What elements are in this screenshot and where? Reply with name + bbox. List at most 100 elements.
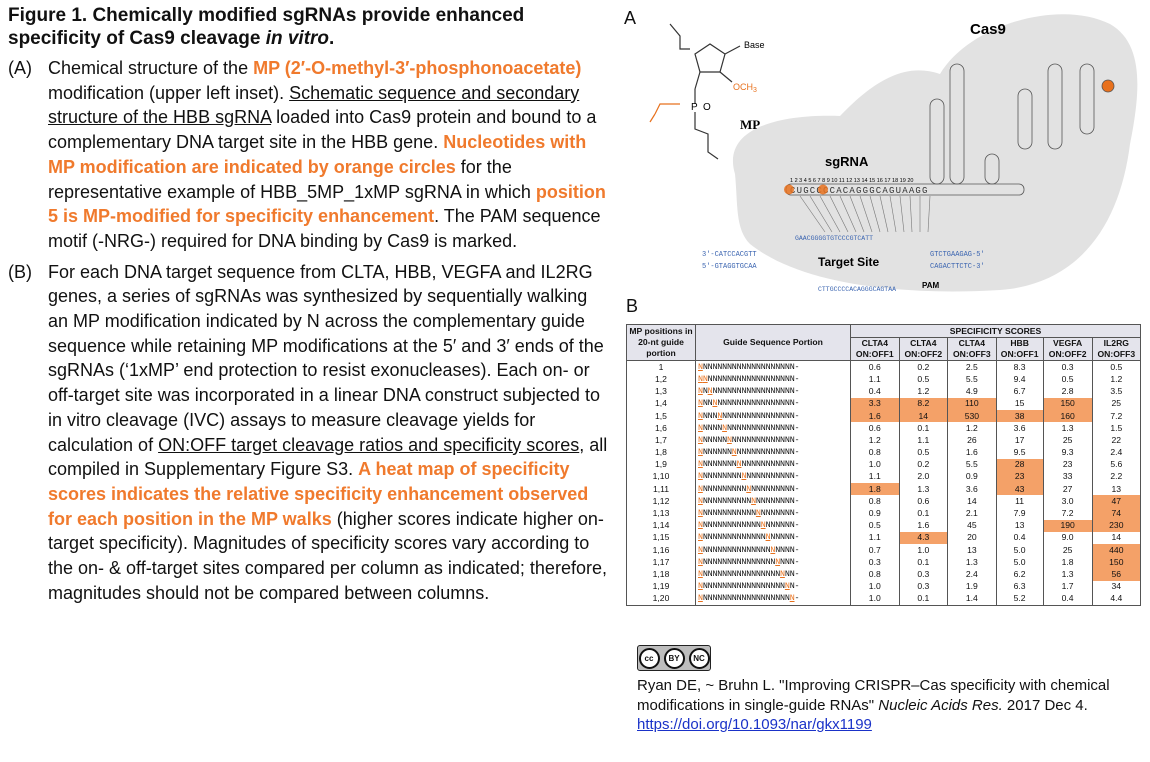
score-cell: 15 — [995, 397, 1044, 410]
score-cell: 5.6 — [1091, 458, 1142, 471]
score-cell: 0.1 — [898, 422, 949, 435]
mp-position: 1,19 — [626, 580, 696, 593]
score-cell: 13 — [995, 519, 1044, 532]
panel-b-label: B — [626, 296, 639, 316]
score-cell: 0.5 — [898, 373, 949, 386]
mp-position: 1,2 — [626, 373, 696, 386]
score-cell: 0.9 — [850, 507, 900, 520]
cas9-label: Cas9 — [970, 21, 1006, 38]
guide-sequence: NNNNNNNNNNNNNNNNNNNN- — [695, 409, 851, 423]
score-cell: 1.3 — [898, 483, 949, 496]
score-cell: 74 — [1091, 507, 1142, 520]
figure-title: Figure 1. Chemically modified sgRNAs pro… — [8, 5, 525, 49]
score-cell: 23 — [1042, 458, 1093, 471]
guide-sequence: NNNNNNNNNNNNNNNNNNNN- — [695, 446, 851, 459]
score-cell: 110 — [947, 397, 997, 410]
score-cell: 5.2 — [995, 592, 1044, 606]
score-cell: 3.6 — [995, 422, 1044, 435]
score-cell: 1.4 — [947, 592, 997, 606]
guide-sequence: NNNNNNNNNNNNNNNNNNNN- — [695, 544, 851, 557]
guide-sequence: NNNNNNNNNNNNNNNNNNNN- — [695, 592, 851, 606]
score-cell: 4.3 — [898, 531, 949, 544]
mp-structure — [649, 23, 741, 160]
score-cell: 1.1 — [898, 434, 949, 447]
mp-position: 1,8 — [626, 446, 696, 459]
score-cell: 1.0 — [850, 592, 900, 606]
guide-sequence: NNNNNNNNNNNNNNNNNNNN- — [695, 397, 851, 410]
col-score-2: CLTA4 ON:OFF2 — [898, 337, 949, 362]
col-score-6: IL2RG ON:OFF3 — [1091, 337, 1142, 362]
score-cell: 38 — [995, 409, 1044, 423]
score-cell: 14 — [898, 409, 949, 423]
score-cell: 1.3 — [1042, 422, 1093, 435]
score-cell: 1.6 — [947, 446, 997, 459]
score-cell: 1.0 — [850, 458, 900, 471]
target-site-label: Target Site — [818, 255, 879, 269]
score-cell: 27 — [1042, 483, 1093, 496]
score-cell: 56 — [1091, 568, 1142, 581]
score-cell: 1.0 — [850, 580, 900, 593]
dna-bottom-right: CAGACTTCTC-3′ — [930, 263, 985, 271]
score-cell: 1.1 — [850, 373, 900, 386]
position-numbers: 1 2 3 4 5 6 7 8 9 10 11 12 13 14 15 16 1… — [790, 178, 913, 184]
score-cell: 7.9 — [995, 507, 1044, 520]
score-cell: 0.3 — [898, 568, 949, 581]
score-cell: 0.1 — [898, 592, 949, 606]
score-cell: 0.8 — [850, 446, 900, 459]
score-cell: 13 — [1091, 483, 1142, 496]
guide-sequence: NNNNNNNNNNNNNNNNNNNN- — [695, 422, 851, 435]
score-cell: 0.2 — [898, 458, 949, 471]
score-cell: 17 — [995, 434, 1044, 447]
mp-position: 1,10 — [626, 470, 696, 484]
score-cell: 1.8 — [850, 483, 900, 496]
col-score-5: VEGFA ON:OFF2 — [1042, 337, 1093, 362]
score-cell: 5.0 — [995, 556, 1044, 569]
score-cell: 9.5 — [995, 446, 1044, 459]
dna-middle-bottom: CTTGCCCCACAGGGCAGTAA — [818, 286, 896, 293]
score-cell: 28 — [995, 458, 1044, 471]
score-cell: 0.8 — [850, 495, 900, 508]
specificity-table: MP positions in 20-nt guide portion Guid… — [626, 323, 1142, 606]
score-cell: 6.7 — [995, 385, 1044, 398]
och3-label: OCH3 — [733, 82, 757, 94]
mp-position: 1,18 — [626, 568, 696, 581]
score-cell: 6.3 — [995, 580, 1044, 593]
guide-sequence: NNNNNNNNNNNNNNNNNNNN- — [695, 385, 851, 398]
score-cell: 14 — [1091, 531, 1142, 544]
col-score-1: CLTA4 ON:OFF1 — [850, 337, 900, 362]
score-cell: 43 — [995, 483, 1044, 496]
mp-position: 1,14 — [626, 519, 696, 532]
score-cell: 0.5 — [898, 446, 949, 459]
score-cell: 0.7 — [850, 544, 900, 557]
score-cell: 2.0 — [898, 470, 949, 484]
score-cell: 0.9 — [947, 470, 997, 484]
base-pair-lines — [799, 195, 931, 233]
guide-sequence: NNNNNNNNNNNNNNNNNNNN- — [695, 458, 851, 471]
score-cell: 230 — [1091, 519, 1142, 532]
guide-sequence: NNNNNNNNNNNNNNNNNNNN- — [695, 531, 851, 544]
score-cell: 2.4 — [947, 568, 997, 581]
score-cell: 9.4 — [995, 373, 1044, 386]
score-cell: 7.2 — [1091, 409, 1142, 423]
guide-sequence: NNNNNNNNNNNNNNNNNNNN- — [695, 470, 851, 484]
cas9-shape — [732, 14, 1138, 292]
phosphorus-label: P — [691, 102, 698, 113]
score-cell: 0.3 — [898, 580, 949, 593]
doi-link[interactable]: https://doi.org/10.1093/nar/gkx1199 — [637, 716, 872, 733]
guide-sequence: NNNNNNNNNNNNNNNNNNNN- — [695, 360, 851, 374]
mp-position: 1,3 — [626, 385, 696, 398]
